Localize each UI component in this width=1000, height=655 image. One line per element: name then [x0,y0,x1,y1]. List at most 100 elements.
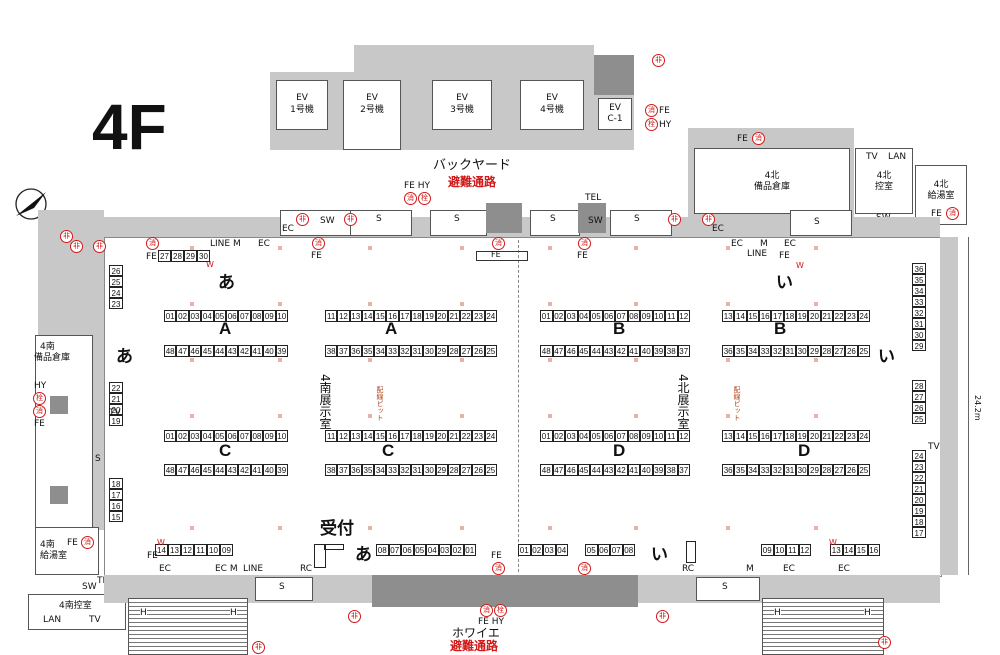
m-label: M [746,564,754,574]
service-room [610,210,672,236]
booth: 36 [722,345,735,357]
booth: 16 [758,310,772,322]
booth: 14 [361,430,375,442]
booth: 27 [460,345,473,357]
room-label: 4南 [40,540,55,550]
booth: 09 [263,310,276,322]
booth: 40 [263,464,276,476]
service-room [255,577,313,601]
booth: 30 [197,250,210,262]
fe-hy-label: FE HY [478,617,504,627]
emergency-icon: 非 [70,240,83,253]
booth: 07 [238,310,251,322]
backyard-route-label: 避難通路 [448,175,497,189]
booth: 23 [472,430,485,442]
booth: 46 [188,464,202,476]
booth: 14 [734,430,747,442]
booth: 34 [746,345,759,357]
booth: 03 [565,430,578,442]
booth: 23 [845,430,858,442]
emergency-icon: 非 [93,240,106,253]
service-room [530,210,580,236]
booth: 04 [577,310,590,322]
booth: 05 [213,430,226,442]
booth: 06 [602,310,615,322]
foyer-route-label: 避難通路 [450,639,499,653]
s-label: S [722,582,728,592]
area-label: あ [355,545,372,565]
booth: 14 [842,544,855,556]
fe-label: FE [147,551,158,561]
hydrant-icon: 栓 [33,392,46,405]
pillar-line [726,246,730,566]
extinguisher-icon: 消 [146,237,159,250]
room-label: 給湯室 [927,191,955,201]
area-label: い [651,545,668,565]
booth: 14 [361,310,375,322]
booth: 02 [552,430,565,442]
booth: 11 [665,310,678,322]
extinguisher-icon: 消 [578,237,591,250]
booth: 07 [615,310,628,322]
booth: 42 [615,464,628,476]
foyer-label: ホワイエ [452,626,500,640]
booth: 28 [820,345,833,357]
room-label: 4北 [876,171,892,181]
booth: 12 [798,544,811,556]
booth: 04 [201,310,214,322]
compass-icon [15,188,47,220]
booth: 45 [201,464,214,476]
line-label: LINE [243,564,264,574]
booth: 06 [401,544,414,556]
section-label: C [219,441,232,460]
s-label: S [634,214,640,224]
booth: 17 [912,527,926,538]
area-label: い [878,347,895,367]
fe-label: FE [491,250,501,259]
booth: 35 [361,464,375,476]
booth: 24 [109,287,123,298]
pillar-line [814,246,818,566]
booth: 25 [857,345,870,357]
ec-label: EC [282,224,294,234]
booth: 24 [857,430,870,442]
elevator-label: EV [296,93,308,103]
emergency-icon: 非 [344,213,357,226]
service-room [430,210,487,236]
booth: 14 [155,544,168,556]
booth: 36 [349,345,362,357]
h-label: H [864,608,871,618]
emergency-icon: 非 [296,213,309,226]
booth: 16 [867,544,880,556]
fe-label: FE [659,106,670,116]
booth: 09 [263,430,276,442]
tv-label: TV [928,442,940,452]
booth: 18 [783,430,796,442]
emergency-icon: 非 [702,213,715,226]
booth: 48 [164,345,177,357]
shaft [578,203,606,233]
booth: 41 [250,464,264,476]
extinguisher-icon: 消 [492,562,505,575]
booth: 21 [820,310,833,322]
booth: 25 [484,345,497,357]
booth: 17 [771,430,784,442]
booth: 02 [176,430,189,442]
booth: 09 [761,544,774,556]
booth: 29 [184,250,197,262]
room-label: 4北 [764,171,780,181]
stair-left [128,598,248,655]
booth: 30 [423,345,436,357]
sw-label: SW [82,582,97,592]
booth: 16 [758,430,772,442]
pillar-line [460,246,464,566]
section-label: A [219,319,232,338]
booth: 34 [374,345,387,357]
